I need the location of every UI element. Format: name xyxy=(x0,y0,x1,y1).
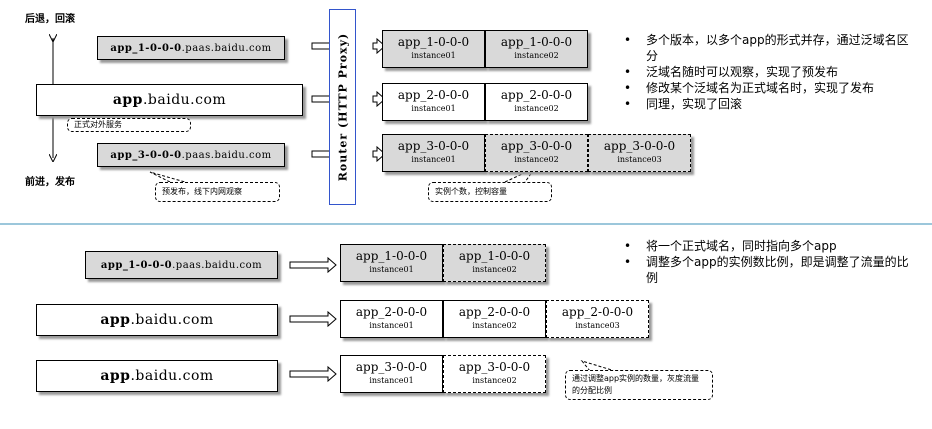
domain-suffix: .baidu.com xyxy=(142,92,227,108)
block-arrow xyxy=(372,145,386,163)
instance-box: app_2-0-0-0 instance01 xyxy=(382,83,485,121)
instance-box: app_1-0-0-0 instance02 xyxy=(485,30,588,68)
bullet-item: 同理，实现了回滚 xyxy=(620,96,920,112)
instance-box: app_3-0-0-0 instance02 xyxy=(443,355,546,393)
callout-capacity: 实例个数，控制容量 xyxy=(428,182,552,202)
instance-id: instance03 xyxy=(617,155,662,164)
instance-id: instance01 xyxy=(369,321,414,330)
instance-box: app_3-0-0-0 instance03 xyxy=(588,134,691,172)
block-arrow xyxy=(289,256,337,274)
domain-box-formal: app.baidu.com xyxy=(36,304,278,336)
instance-app-name: app_1-0-0-0 xyxy=(458,249,531,263)
instance-box: app_1-0-0-0 instance02 xyxy=(443,244,546,282)
domain-box-formal: app.baidu.com xyxy=(36,84,303,116)
instance-app-name: app_3-0-0-0 xyxy=(397,139,470,153)
instance-app-name: app_3-0-0-0 xyxy=(500,139,573,153)
domain-suffix: .paas.baidu.com xyxy=(181,149,272,161)
instance-box: app_2-0-0-0 instance01 xyxy=(340,300,443,338)
domain-suffix: .paas.baidu.com xyxy=(181,42,272,54)
instance-id: instance02 xyxy=(514,51,559,60)
instance-app-name: app_2-0-0-0 xyxy=(458,305,531,319)
instance-app-name: app_3-0-0-0 xyxy=(355,360,428,374)
instance-box: app_1-0-0-0 instance01 xyxy=(340,244,443,282)
callout-pointer xyxy=(504,166,537,183)
domain-box-app3: app_3-0-0-0.paas.baidu.com xyxy=(97,143,285,167)
instance-id: instance02 xyxy=(472,376,517,385)
callout-pointer xyxy=(580,360,616,372)
instance-app-name: app_1-0-0-0 xyxy=(355,249,428,263)
callout-formal: 正式对外服务 xyxy=(67,118,191,132)
instance-box: app_1-0-0-0 instance01 xyxy=(382,30,485,68)
instance-id: instance01 xyxy=(369,376,414,385)
instance-app-name: app_3-0-0-0 xyxy=(458,360,531,374)
instance-app-name: app_1-0-0-0 xyxy=(500,35,573,49)
label-rollback: 后退，回滚 xyxy=(25,14,75,25)
instance-id: instance02 xyxy=(514,155,559,164)
router-box: Router (HTTP Proxy) xyxy=(329,9,356,205)
instance-box: app_3-0-0-0 instance01 xyxy=(382,134,485,172)
block-arrow xyxy=(372,37,386,55)
domain-suffix: .baidu.com xyxy=(130,312,214,328)
instance-box: app_3-0-0-0 instance01 xyxy=(340,355,443,393)
block-arrow xyxy=(289,365,337,383)
instance-id: instance01 xyxy=(411,155,456,164)
domain-box-app1: app_1-0-0-0.paas.baidu.com xyxy=(85,251,278,279)
domain-app-part: app_1-0-0-0 xyxy=(100,259,173,271)
instance-app-name: app_2-0-0-0 xyxy=(561,305,634,319)
instance-box: app_2-0-0-0 instance03 xyxy=(546,300,649,338)
bullet-item: 修改某个泛域名为正式域名时，实现了发布 xyxy=(620,80,920,96)
block-arrow xyxy=(372,90,386,108)
top-bullet-list: 多个版本，以多个app的形式并存，通过泛域名区分 泛域名随时可以观察，实现了预发… xyxy=(620,32,920,112)
bullet-item: 多个版本，以多个app的形式并存，通过泛域名区分 xyxy=(620,32,920,64)
domain-box-app1: app_1-0-0-0.paas.baidu.com xyxy=(97,36,285,60)
domain-app-part: app xyxy=(100,312,131,328)
instance-app-name: app_2-0-0-0 xyxy=(397,88,470,102)
instance-id: instance01 xyxy=(411,51,456,60)
instance-app-name: app_2-0-0-0 xyxy=(500,88,573,102)
instance-id: instance01 xyxy=(369,265,414,274)
instance-box: app_3-0-0-0 instance02 xyxy=(485,134,588,172)
router-label: Router (HTTP Proxy) xyxy=(336,32,349,182)
instance-id: instance02 xyxy=(472,265,517,274)
instance-id: instance01 xyxy=(411,104,456,113)
label-release: 前进，发布 xyxy=(25,177,75,188)
domain-app-part: app_1-0-0-0 xyxy=(110,42,182,54)
instance-app-name: app_1-0-0-0 xyxy=(397,35,470,49)
callout-pointer xyxy=(149,171,186,183)
domain-app-part: app_3-0-0-0 xyxy=(110,149,182,161)
block-arrow xyxy=(289,310,337,328)
instance-app-name: app_2-0-0-0 xyxy=(355,305,428,319)
domain-app-part: app xyxy=(112,92,143,108)
domain-suffix: .paas.baidu.com xyxy=(172,259,263,271)
instance-id: instance03 xyxy=(575,321,620,330)
instance-id: instance02 xyxy=(472,321,517,330)
domain-box-formal: app.baidu.com xyxy=(36,360,278,392)
instance-id: instance02 xyxy=(514,104,559,113)
bottom-bullet-list: 将一个正式域名，同时指向多个app 调整多个app的实例数比例，即是调整了流量的… xyxy=(620,238,920,286)
instance-box: app_2-0-0-0 instance02 xyxy=(443,300,546,338)
domain-app-part: app xyxy=(100,368,131,384)
instance-app-name: app_3-0-0-0 xyxy=(603,139,676,153)
instance-box: app_2-0-0-0 instance02 xyxy=(485,83,588,121)
bullet-item: 泛域名随时可以观察，实现了预发布 xyxy=(620,64,920,80)
bullet-item: 将一个正式域名，同时指向多个app xyxy=(620,238,920,254)
callout-ratio: 通过调整app实例的数量，灰度流量的分配比例 xyxy=(565,370,713,400)
domain-suffix: .baidu.com xyxy=(130,368,214,384)
bullet-item: 调整多个app的实例数比例，即是调整了流量的比例 xyxy=(620,254,920,286)
callout-prerelease: 预发布，线下内网观察 xyxy=(155,182,280,202)
